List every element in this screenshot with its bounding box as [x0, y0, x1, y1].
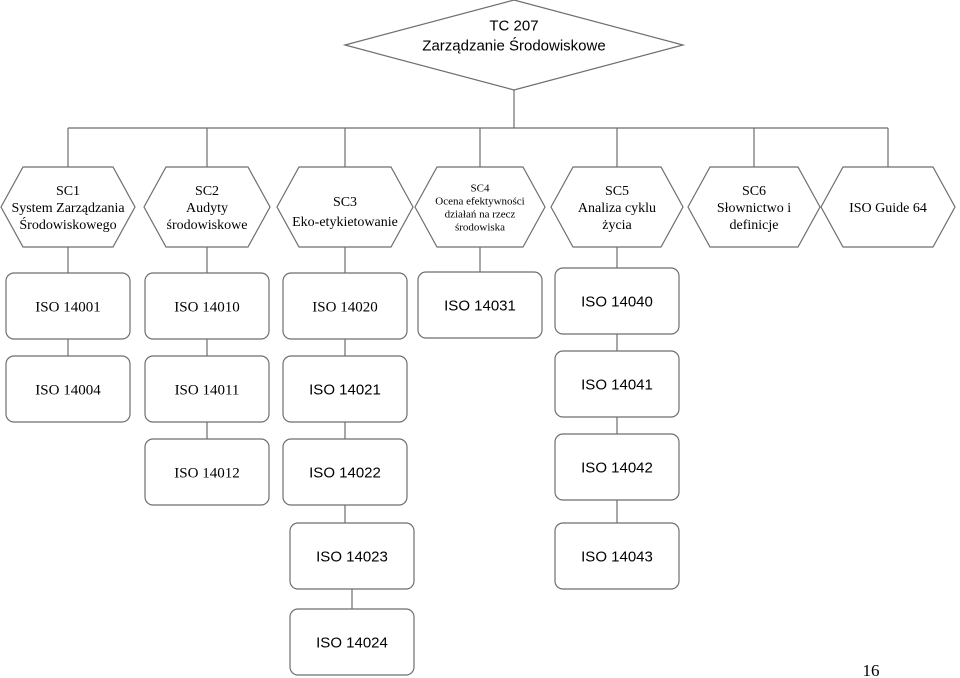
standard-label-iso-14011: ISO 14011: [175, 382, 240, 398]
standard-label-iso-14024: ISO 14024: [316, 634, 388, 651]
standard-label-iso-14043: ISO 14043: [581, 548, 653, 565]
standard-label-iso-14001: ISO 14001: [35, 299, 100, 315]
standard-label-iso-14031: ISO 14031: [444, 297, 516, 314]
committee-guide64-node: [820, 166, 956, 248]
tc207-root-node: [342, 0, 686, 91]
standard-box-iso-14022: [282, 438, 408, 506]
standard-label-iso-14041: ISO 14041: [581, 376, 653, 393]
standard-label-iso-14010: ISO 14010: [174, 299, 239, 315]
page-number: 16: [863, 661, 880, 678]
standard-box-iso-14001: [5, 272, 131, 340]
standard-box-iso-14023: [289, 522, 415, 590]
standard-box-iso-14041: [554, 350, 680, 418]
committee-sc5-node: [550, 166, 684, 248]
standard-box-iso-14024: [289, 608, 415, 676]
standard-label-iso-14042: ISO 14042: [581, 459, 653, 476]
standard-box-iso-14020: [282, 272, 408, 340]
committee-sc2-node: [143, 166, 271, 248]
committee-sc6-node: [687, 166, 821, 248]
standard-box-iso-14010: [144, 272, 270, 340]
standard-label-iso-14040: ISO 14040: [581, 293, 653, 310]
connector-lines: [67, 90, 889, 609]
committee-guide64-label: ISO Guide 64: [849, 201, 927, 216]
standard-label-iso-14021: ISO 14021: [309, 381, 381, 398]
standard-label-iso-14020: ISO 14020: [312, 299, 377, 315]
standard-box-iso-14040: [554, 267, 680, 335]
standard-label-iso-14004: ISO 14004: [35, 382, 101, 398]
standard-label-iso-14023: ISO 14023: [316, 548, 388, 565]
standard-box-iso-14012: [144, 438, 270, 506]
standard-box-iso-14011: [144, 355, 270, 423]
committee-sc3-node: [276, 166, 414, 248]
standard-label-iso-14022: ISO 14022: [309, 464, 381, 481]
committee-sc1-node: [0, 166, 136, 248]
standard-box-iso-14031: [417, 271, 543, 339]
standard-label-iso-14012: ISO 14012: [174, 465, 239, 481]
committee-sc4-node: [414, 166, 546, 248]
standard-box-iso-14042: [554, 433, 680, 501]
standard-box-iso-14021: [282, 355, 408, 423]
standard-box-iso-14043: [554, 522, 680, 590]
standard-box-iso-14004: [5, 355, 131, 423]
